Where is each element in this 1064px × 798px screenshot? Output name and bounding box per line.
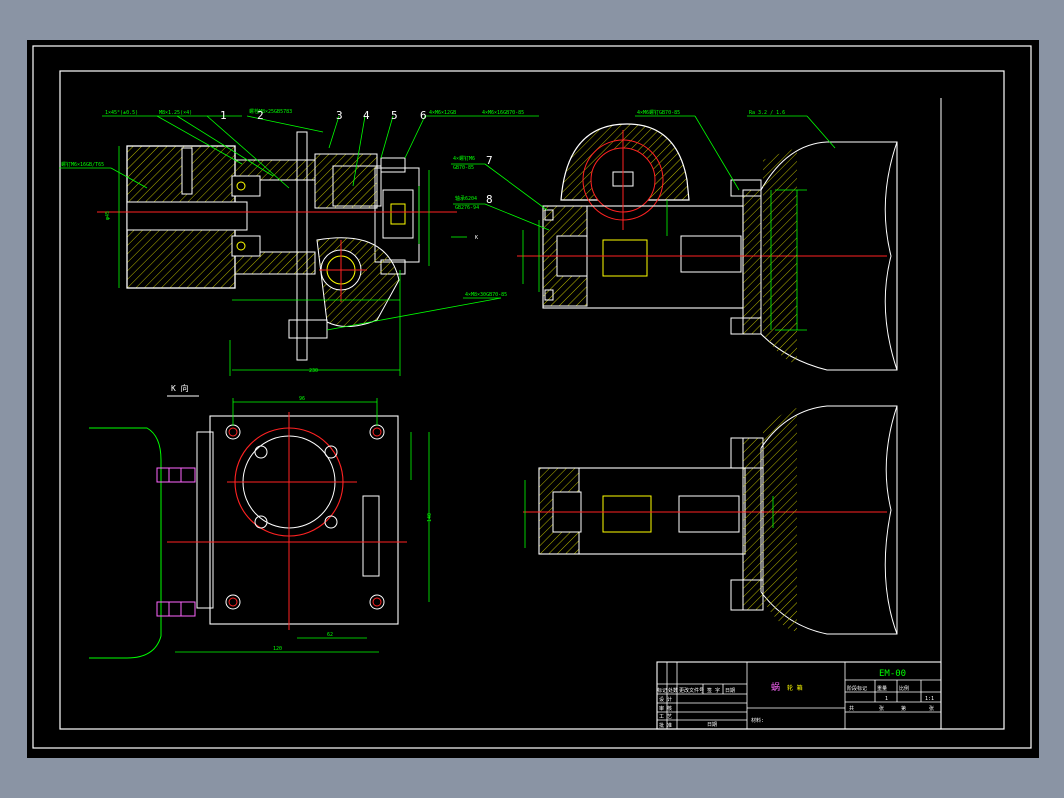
svg-text:轴承6204: 轴承6204 (455, 195, 477, 202)
part-number-balloons: 1 2 3 4 5 6 7 8 (220, 109, 493, 206)
svg-text:4×M8×30GB70-85: 4×M8×30GB70-85 (465, 292, 507, 298)
svg-text:4×M6螺钉GB70-85: 4×M6螺钉GB70-85 (637, 109, 680, 116)
svg-text:第: 第 (901, 705, 906, 712)
svg-text:4×M6×16GB70-85: 4×M6×16GB70-85 (482, 110, 524, 116)
svg-text:62: 62 (327, 632, 333, 638)
svg-text:2: 2 (257, 109, 264, 122)
side-view-dim-texts: 4×M6螺钉GB70-85 Ra 3.2 / 1.6 4×螺钉M6 GB70-8… (453, 109, 785, 211)
front-view-dim-texts: 1×45°(±0.5) M8×1.25(×4) 螺栓M8×25GB5783 4×… (61, 108, 524, 374)
svg-text:Ra 3.2 / 1.6: Ra 3.2 / 1.6 (749, 110, 785, 116)
svg-text:审 核: 审 核 (659, 705, 672, 712)
svg-text:重量: 重量 (877, 685, 887, 692)
front-section-view (97, 131, 457, 361)
svg-text:M8×1.25(×4): M8×1.25(×4) (159, 110, 192, 116)
svg-text:5: 5 (391, 109, 398, 122)
drawing-canvas: 1×45°(±0.5) M8×1.25(×4) 螺栓M8×25GB5783 4×… (32, 45, 1032, 749)
svg-text:设 计: 设 计 (659, 696, 672, 703)
svg-text:1×45°(±0.5): 1×45°(±0.5) (105, 110, 138, 116)
front-view-dimensions (59, 115, 539, 376)
svg-text:日期: 日期 (725, 688, 735, 694)
svg-text:更改文件号: 更改文件号 (679, 687, 704, 694)
svg-text:3: 3 (336, 109, 343, 122)
svg-text:EM-00: EM-00 (879, 669, 906, 679)
svg-text:比例: 比例 (899, 685, 909, 692)
svg-text:螺栓M8×25GB5783: 螺栓M8×25GB5783 (249, 108, 292, 115)
svg-text:1: 1 (220, 109, 227, 122)
drawing-border (59, 70, 1005, 730)
svg-text:φ45: φ45 (105, 211, 111, 220)
cad-viewport[interactable]: 1×45°(±0.5) M8×1.25(×4) 螺栓M8×25GB5783 4×… (27, 40, 1039, 758)
svg-text:批 准: 批 准 (659, 722, 672, 729)
svg-text:120: 120 (273, 646, 282, 652)
k-view-dimensions (175, 398, 430, 653)
svg-text:处数: 处数 (668, 687, 678, 694)
svg-text:签 字: 签 字 (707, 687, 720, 694)
svg-text:96: 96 (299, 396, 305, 402)
svg-text:8: 8 (486, 193, 493, 206)
partial-view-dimensions (524, 480, 774, 548)
svg-text:GB70-85: GB70-85 (453, 165, 474, 171)
svg-text:螺钉M6×16GB/T65: 螺钉M6×16GB/T65 (61, 161, 104, 168)
svg-text:阶段标记: 阶段标记 (847, 685, 867, 692)
svg-text:K: K (475, 235, 478, 241)
partial-section-view (523, 405, 898, 635)
k-direction-view: K 向 (89, 383, 407, 659)
svg-text:日期: 日期 (707, 722, 717, 728)
svg-text:1: 1 (885, 696, 888, 702)
svg-text:6: 6 (420, 109, 427, 122)
svg-text:230: 230 (309, 368, 318, 374)
svg-text:标记: 标记 (657, 687, 667, 694)
svg-text:4: 4 (363, 109, 370, 122)
svg-text:4×螺钉M6: 4×螺钉M6 (453, 155, 475, 162)
side-section-view (517, 123, 898, 371)
svg-text:4×M6×12GB: 4×M6×12GB (429, 110, 456, 116)
svg-text:蜗: 蜗 (771, 682, 780, 693)
svg-text:共: 共 (849, 705, 854, 712)
svg-text:工 艺: 工 艺 (659, 714, 672, 720)
svg-text:1:1: 1:1 (925, 696, 934, 702)
title-block: EM-00 蜗 轮 箱 标记 处数 更改文件号 签 字 日期 阶段标记 重量 比… (656, 661, 942, 730)
svg-text:张: 张 (929, 705, 934, 712)
svg-text:材料:: 材料: (751, 717, 764, 724)
outer-frame (32, 45, 1032, 749)
side-view-dimensions (451, 115, 836, 331)
svg-text:140: 140 (427, 513, 433, 522)
svg-text:K 向: K 向 (171, 383, 189, 393)
svg-text:轮 箱: 轮 箱 (787, 684, 803, 692)
k-view-dim-texts: 96 62 120 140 (273, 396, 433, 652)
svg-text:7: 7 (486, 154, 493, 167)
svg-text:张: 张 (879, 705, 884, 712)
svg-text:GB276-94: GB276-94 (455, 205, 479, 211)
